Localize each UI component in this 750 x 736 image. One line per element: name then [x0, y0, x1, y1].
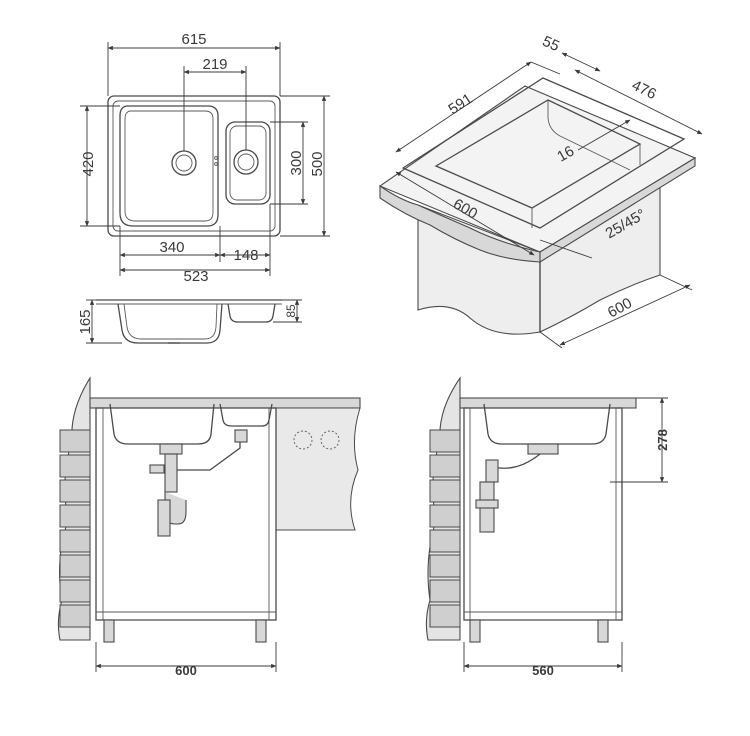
- dim-560: 560: [532, 663, 554, 678]
- dim-600-front: 600: [175, 663, 197, 678]
- dim-278: 278: [655, 429, 670, 451]
- dim-615: 615: [181, 31, 206, 48]
- dim-523: 523: [183, 268, 208, 285]
- dim-85: 85: [284, 304, 298, 318]
- front-sink-large: [109, 403, 215, 445]
- side-siphon: [475, 443, 559, 533]
- sink-outline: [107, 95, 281, 237]
- dim-420: 420: [80, 151, 97, 176]
- side-sink-bowl: [483, 403, 611, 445]
- dim-591: 591: [445, 90, 475, 118]
- small-bowl-section: [227, 303, 276, 323]
- dim-16: 16: [554, 143, 577, 166]
- dim-340: 340: [159, 239, 184, 256]
- front-wall-bricks: [59, 429, 91, 628]
- dim-148: 148: [233, 247, 258, 264]
- side-install-view: 278 560: [425, 376, 670, 678]
- dim-500: 500: [309, 151, 326, 176]
- dim-55: 55: [540, 33, 562, 55]
- dim-219: 219: [202, 56, 227, 73]
- isometric-view: 591 55 476 16 600 25/45° 600: [378, 33, 703, 349]
- front-worktop: [89, 397, 361, 409]
- front-install-view: 600: [57, 376, 361, 678]
- dim-165: 165: [77, 309, 94, 334]
- large-bowl: [119, 105, 219, 227]
- front-siphon: [149, 429, 248, 537]
- small-bowl: [225, 121, 271, 205]
- dim-300: 300: [288, 150, 305, 175]
- top-view: 615 219 420 500 300 340 148 523: [80, 31, 330, 285]
- dim-600-depth: 600: [605, 295, 635, 322]
- side-section-view: 165 85: [77, 299, 302, 344]
- side-wall-bricks: [429, 429, 461, 628]
